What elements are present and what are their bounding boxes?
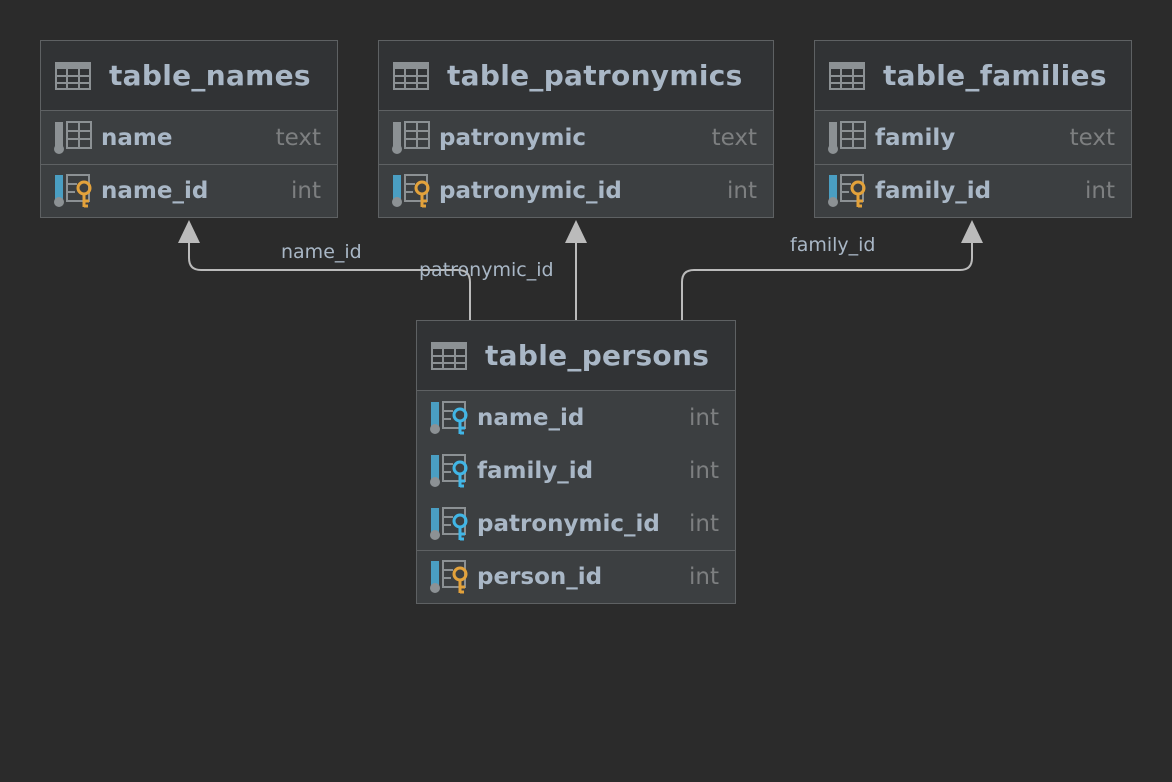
table-grid-icon [431, 341, 467, 370]
foreign-key-column-icon [430, 400, 468, 434]
column-row[interactable]: family_id int [815, 164, 1131, 217]
column-row[interactable]: family text [815, 111, 1131, 164]
column-name: name_id [101, 178, 209, 204]
column-type: text [1069, 124, 1115, 151]
foreign-key-column-icon [430, 453, 468, 487]
entity-table-patronymics[interactable]: table_patronymics patronymic text patron… [378, 40, 774, 218]
column-row[interactable]: family_id int [417, 444, 735, 497]
column-icon [392, 120, 430, 154]
column-icon [828, 120, 866, 154]
column-row[interactable]: patronymic_id int [379, 164, 773, 217]
column-row[interactable]: name_id int [41, 164, 337, 217]
column-row[interactable]: patronymic_id int [417, 497, 735, 550]
column-type: int [291, 178, 321, 204]
column-name: family [875, 124, 956, 151]
table-grid-icon [55, 61, 91, 90]
foreign-key-column-icon [430, 506, 468, 540]
relation-label-name-id: name_id [281, 241, 362, 263]
column-type: int [727, 178, 757, 204]
column-name: patronymic_id [477, 510, 660, 537]
column-type: text [275, 124, 321, 151]
column-row[interactable]: name_id int [417, 391, 735, 444]
column-name: patronymic_id [439, 178, 622, 204]
column-row[interactable]: patronymic text [379, 111, 773, 164]
relation-line-name-id [188, 238, 471, 320]
arrowhead-patronymic-id [565, 220, 587, 243]
column-name: family_id [875, 178, 992, 204]
column-type: int [689, 457, 719, 484]
column-type: int [689, 564, 719, 590]
table-header[interactable]: table_names [41, 41, 337, 111]
column-row[interactable]: person_id int [417, 550, 735, 603]
column-type: text [711, 124, 757, 151]
entity-table-families[interactable]: table_families family text family_id int [814, 40, 1132, 218]
entity-table-persons[interactable]: table_persons name_id int fami [416, 320, 736, 604]
column-icon [54, 120, 92, 154]
column-name: person_id [477, 564, 603, 590]
table-title: table_names [109, 59, 311, 92]
table-grid-icon [393, 61, 429, 90]
primary-key-column-icon [392, 174, 430, 208]
table-header[interactable]: table_persons [417, 321, 735, 391]
column-name: patronymic [439, 124, 586, 151]
column-name: name [101, 124, 173, 151]
primary-key-column-icon [430, 560, 468, 594]
column-name: name_id [477, 404, 585, 431]
column-type: int [689, 404, 719, 431]
column-name: family_id [477, 457, 594, 484]
primary-key-column-icon [828, 174, 866, 208]
column-type: int [689, 510, 719, 537]
table-title: table_families [883, 59, 1107, 92]
column-row[interactable]: name text [41, 111, 337, 164]
relation-label-patronymic-id: patronymic_id [419, 259, 554, 281]
relation-label-family-id: family_id [790, 234, 876, 256]
column-type: int [1085, 178, 1115, 204]
primary-key-column-icon [54, 174, 92, 208]
table-grid-icon [829, 61, 865, 90]
table-title: table_persons [485, 339, 710, 372]
table-header[interactable]: table_families [815, 41, 1131, 111]
entity-table-names[interactable]: table_names name text name_id int [40, 40, 338, 218]
relation-line-family-id [681, 238, 973, 320]
table-title: table_patronymics [447, 59, 743, 92]
arrowhead-name-id [178, 220, 200, 243]
table-header[interactable]: table_patronymics [379, 41, 773, 111]
arrowhead-family-id [961, 220, 983, 243]
